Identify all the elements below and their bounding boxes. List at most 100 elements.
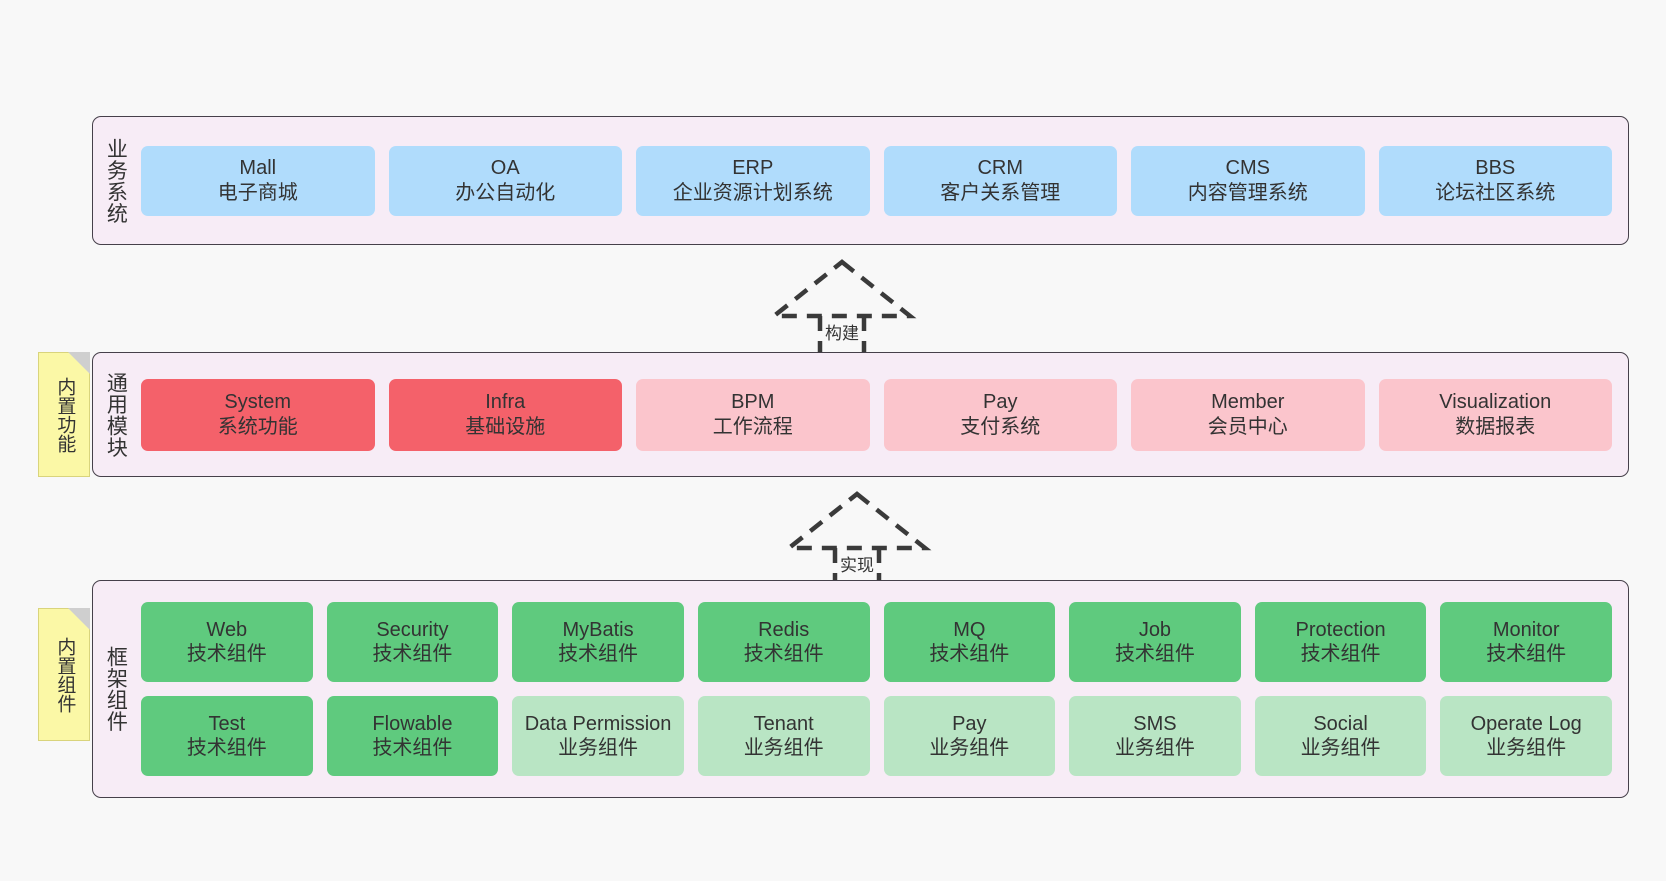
layer-common-modules: 通用模块 System 系统功能 Infra 基础设施 BPM 工作流程 Pay… [92, 352, 1629, 477]
module-card-erp[interactable]: ERP 企业资源计划系统 [636, 145, 870, 216]
component-kind: 技术组件 [743, 643, 824, 665]
module-name: Visualization [1439, 391, 1552, 414]
component-kind: 业务组件 [1300, 737, 1381, 759]
component-name: MQ [953, 618, 986, 641]
component-name: Social [1313, 712, 1368, 735]
module-desc: 客户关系管理 [940, 181, 1061, 204]
component-card-social[interactable]: Social 业务组件 [1254, 696, 1427, 776]
component-kind: 技术组件 [558, 643, 639, 665]
component-card-operate-log[interactable]: Operate Log 业务组件 [1440, 696, 1612, 776]
component-card-mq[interactable]: MQ 技术组件 [883, 602, 1056, 682]
module-card-bpm[interactable]: BPM 工作流程 [636, 378, 870, 451]
component-name: Test [208, 712, 246, 735]
module-card-oa[interactable]: OA 办公自动化 [388, 145, 622, 216]
component-name: Protection [1295, 618, 1386, 641]
layer-common-title: 通用模块 [104, 371, 128, 458]
module-card-system[interactable]: System 系统功能 [141, 378, 375, 451]
module-desc: 内容管理系统 [1187, 181, 1308, 204]
module-desc: 办公自动化 [455, 181, 556, 204]
business-row: Mall 电子商城 OA 办公自动化 ERP 企业资源计划系统 CRM 客户关系… [141, 145, 1612, 216]
module-desc: 电子商城 [217, 181, 298, 204]
layer-business-systems: 业务系统 Mall 电子商城 OA 办公自动化 ERP 企业资源计划系统 CRM… [92, 116, 1629, 245]
module-name: BBS [1475, 157, 1516, 180]
component-card-tenant[interactable]: Tenant 业务组件 [697, 696, 870, 776]
module-card-visualization[interactable]: Visualization 数据报表 [1378, 378, 1612, 451]
component-name: Redis [758, 618, 810, 641]
module-desc: 工作流程 [712, 415, 793, 438]
module-desc: 数据报表 [1455, 415, 1536, 438]
layer-business-title: 业务系统 [104, 137, 128, 224]
note-label: 内置组件 [54, 636, 76, 713]
module-card-cms[interactable]: CMS 内容管理系统 [1131, 145, 1365, 216]
component-kind: 技术组件 [1300, 643, 1381, 665]
component-name: Flowable [372, 712, 453, 735]
component-kind: 业务组件 [558, 737, 639, 759]
layer-business-body: Mall 电子商城 OA 办公自动化 ERP 企业资源计划系统 CRM 客户关系… [137, 117, 1628, 244]
framework-row-technical: Web 技术组件 Security 技术组件 MyBatis 技术组件 Redi… [141, 602, 1612, 682]
connector-implement: 实现 [777, 490, 937, 591]
component-kind: 技术组件 [372, 643, 453, 665]
connector-build-label: 构建 [825, 324, 859, 343]
component-name: Monitor [1492, 618, 1560, 641]
component-card-flowable[interactable]: Flowable 技术组件 [326, 696, 499, 776]
component-kind: 技术组件 [929, 643, 1010, 665]
module-card-member[interactable]: Member 会员中心 [1131, 378, 1365, 451]
component-kind: 业务组件 [1486, 737, 1567, 759]
module-desc: 会员中心 [1207, 415, 1288, 438]
component-name: MyBatis [562, 618, 634, 641]
module-desc: 企业资源计划系统 [672, 181, 833, 204]
module-card-pay[interactable]: Pay 支付系统 [883, 378, 1117, 451]
module-name: CMS [1225, 157, 1270, 180]
component-kind: 技术组件 [1486, 643, 1567, 665]
component-name: Data Permission [524, 712, 672, 735]
layer-framework-components: 框架组件 Web 技术组件 Security 技术组件 MyBatis 技术组件… [92, 580, 1629, 798]
component-card-test[interactable]: Test 技术组件 [141, 696, 313, 776]
module-desc: 系统功能 [217, 415, 298, 438]
note-builtin-features: 内置功能 [38, 352, 90, 477]
layer-framework-body: Web 技术组件 Security 技术组件 MyBatis 技术组件 Redi… [137, 581, 1628, 797]
component-card-redis[interactable]: Redis 技术组件 [697, 602, 870, 682]
module-card-mall[interactable]: Mall 电子商城 [141, 145, 375, 216]
connector-implement-label: 实现 [840, 556, 874, 575]
component-name: Pay [952, 712, 987, 735]
module-name: Infra [485, 391, 526, 414]
component-kind: 业务组件 [1114, 737, 1195, 759]
module-name: OA [490, 157, 520, 180]
module-name: Member [1211, 391, 1285, 414]
component-name: Tenant [753, 712, 814, 735]
component-name: Web [206, 618, 248, 641]
component-kind: 技术组件 [372, 737, 453, 759]
component-name: Operate Log [1470, 712, 1582, 735]
component-kind: 技术组件 [186, 643, 267, 665]
component-card-mybatis[interactable]: MyBatis 技术组件 [512, 602, 684, 682]
module-card-infra[interactable]: Infra 基础设施 [388, 378, 622, 451]
module-desc: 基础设施 [465, 415, 546, 438]
module-card-crm[interactable]: CRM 客户关系管理 [883, 145, 1117, 216]
module-name: System [224, 391, 292, 414]
component-kind: 技术组件 [1114, 643, 1195, 665]
component-card-sms[interactable]: SMS 业务组件 [1069, 696, 1241, 776]
component-card-pay[interactable]: Pay 业务组件 [883, 696, 1056, 776]
note-label: 内置功能 [54, 376, 76, 453]
component-name: SMS [1133, 712, 1177, 735]
component-card-protection[interactable]: Protection 技术组件 [1254, 602, 1427, 682]
component-card-job[interactable]: Job 技术组件 [1069, 602, 1241, 682]
component-card-monitor[interactable]: Monitor 技术组件 [1440, 602, 1612, 682]
common-row: System 系统功能 Infra 基础设施 BPM 工作流程 Pay 支付系统… [141, 378, 1612, 451]
layer-common-body: System 系统功能 Infra 基础设施 BPM 工作流程 Pay 支付系统… [137, 353, 1628, 476]
component-kind: 技术组件 [186, 737, 267, 759]
connector-build: 构建 [762, 258, 922, 359]
component-kind: 业务组件 [743, 737, 824, 759]
component-card-data-permission[interactable]: Data Permission 业务组件 [512, 696, 684, 776]
module-name: CRM [977, 157, 1024, 180]
component-kind: 业务组件 [929, 737, 1010, 759]
module-name: Pay [983, 391, 1018, 414]
component-card-security[interactable]: Security 技术组件 [326, 602, 499, 682]
layer-framework-title: 框架组件 [104, 646, 128, 732]
framework-row-business: Test 技术组件 Flowable 技术组件 Data Permission … [141, 696, 1612, 776]
module-name: BPM [731, 391, 775, 414]
note-builtin-components: 内置组件 [38, 608, 90, 741]
component-card-web[interactable]: Web 技术组件 [141, 602, 313, 682]
component-name: Job [1138, 618, 1172, 641]
module-card-bbs[interactable]: BBS 论坛社区系统 [1378, 145, 1612, 216]
